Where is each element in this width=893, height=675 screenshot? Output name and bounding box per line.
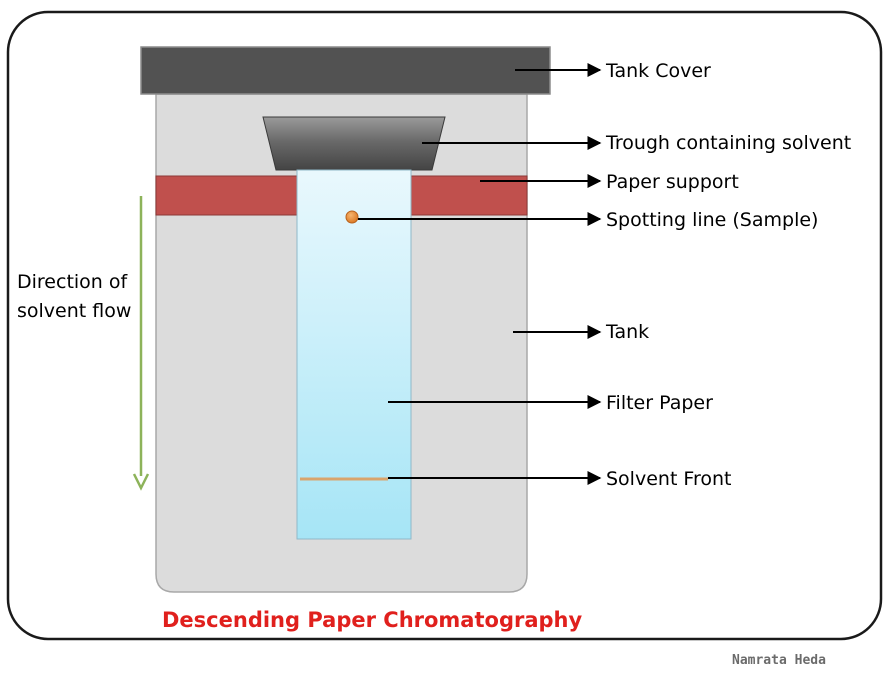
label-filter-paper: Filter Paper: [606, 392, 713, 414]
sample-spot: [345, 210, 359, 224]
flow-direction-arrow: [132, 196, 150, 491]
label-tank-cover: Tank Cover: [605, 60, 711, 82]
tank-cover: [140, 46, 551, 95]
author-credit: Namrata Heda: [732, 653, 826, 668]
diagram-title: Descending Paper Chromatography: [162, 608, 582, 632]
label-tank: Tank: [605, 321, 649, 343]
label-paper-support: Paper support: [606, 171, 739, 193]
label-direction-line1: Direction of: [17, 271, 128, 293]
label-trough: Trough containing solvent: [605, 132, 851, 154]
label-solvent-front: Solvent Front: [606, 468, 732, 490]
trough: [262, 116, 446, 171]
paper-support-left: [155, 175, 298, 216]
paper-support-right: [410, 175, 528, 216]
label-spotting-line: Spotting line (Sample): [606, 209, 818, 231]
filter-paper: [296, 169, 412, 540]
label-direction-line2: solvent flow: [17, 300, 131, 322]
